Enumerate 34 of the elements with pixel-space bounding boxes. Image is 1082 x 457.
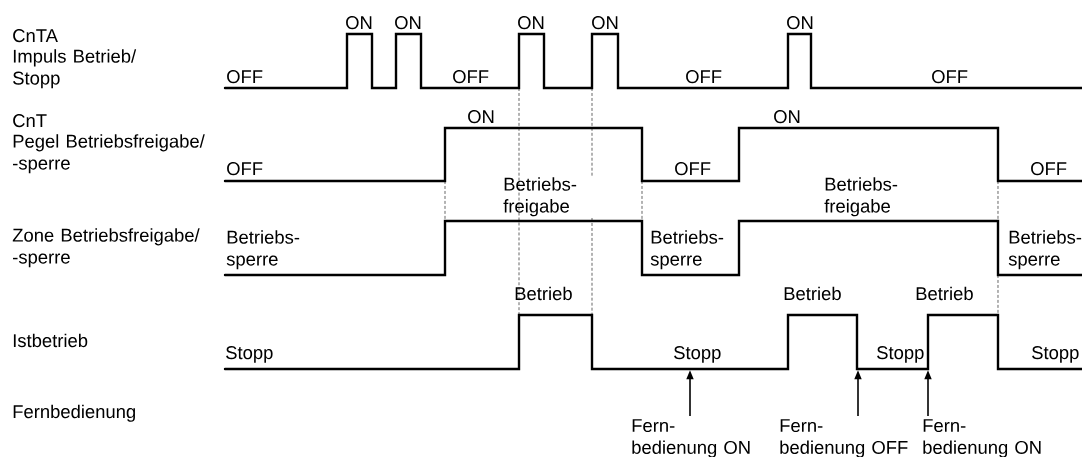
zone-label: Betriebs- freigabe xyxy=(503,177,577,217)
state-label: ON xyxy=(395,16,421,30)
zone-label: Betriebs- freigabe xyxy=(824,177,898,217)
state-label: ON xyxy=(468,110,494,124)
state-label: OFF xyxy=(227,70,263,84)
state-label: ON xyxy=(346,16,372,30)
state-label: Stopp xyxy=(1032,346,1079,363)
state-label: ON xyxy=(592,16,618,30)
state-label: Stopp xyxy=(877,346,924,363)
signal-label: Istbetrieb xyxy=(13,333,88,348)
state-label: ON xyxy=(787,16,813,30)
signal-label: Impuls Betrieb/ Stopp xyxy=(13,49,137,89)
timing-waveform xyxy=(223,313,1082,371)
state-label: OFF xyxy=(675,162,711,176)
state-label: OFF xyxy=(453,70,489,84)
state-label: OFF xyxy=(932,70,968,84)
state-label: OFF xyxy=(1031,162,1067,176)
zone-label: Betriebs- sperre xyxy=(226,230,300,270)
state-label: OFF xyxy=(686,70,722,84)
state-label: Stopp xyxy=(226,346,273,363)
signal-label: CnT xyxy=(13,114,47,128)
state-label: Stopp xyxy=(674,346,721,363)
annotation-text: Fern- bedienung ON xyxy=(923,419,1041,457)
signal-label: Pegel Betriebsfreigabe/ -sperre xyxy=(13,134,205,174)
signal-label: Zone Betriebsfreigabe/ -sperre xyxy=(12,228,200,268)
signal-label: Fernbedienung xyxy=(13,404,135,422)
signal-label: CnTA xyxy=(13,29,58,43)
state-label: ON xyxy=(518,16,544,30)
annotation-text: Fern- bedienung OFF xyxy=(780,419,908,457)
zone-label: Betriebs- sperre xyxy=(1008,230,1082,270)
state-label: OFF xyxy=(227,162,263,176)
zone-label: Betriebs- sperre xyxy=(650,230,724,270)
state-label: ON xyxy=(774,110,800,124)
annotation-text: Fern- bedienung ON xyxy=(632,419,750,457)
